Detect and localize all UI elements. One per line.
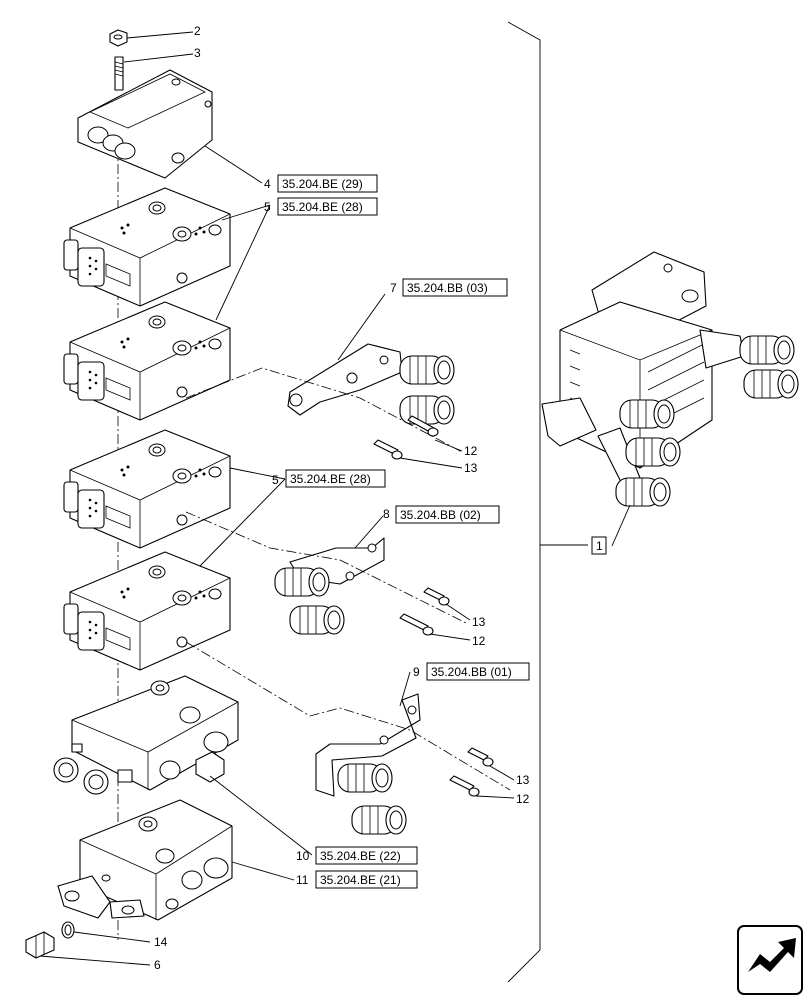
callout-12-a: 12: [464, 444, 478, 458]
callout-11: 11 35.204.BE (21): [296, 870, 418, 889]
callout-13-a-number: 13: [464, 461, 478, 475]
callout-4-ref: 35.204.BE (29): [282, 177, 363, 191]
callout-5-lower: 5 35.204.BE (28): [272, 469, 386, 488]
callout-2-number: 2: [194, 24, 201, 38]
callout-10-number: 10: [296, 849, 310, 863]
callout-12-c-number: 12: [516, 792, 530, 806]
callout-1: 1: [591, 536, 607, 555]
alignment-line-8: [185, 511, 469, 625]
valve-section-5b: [63, 301, 231, 421]
alignment-line-9: [185, 641, 511, 791]
callout-6-number: 6: [154, 958, 161, 972]
callout-7-number: 7: [390, 281, 397, 295]
callout-13-a: 13: [464, 461, 478, 475]
callout-7-ref: 35.204.BB (03): [407, 281, 488, 295]
callout-10-ref: 35.204.BE (22): [320, 849, 401, 863]
callout-7: 7 35.204.BB (03): [390, 278, 508, 297]
assembled-valve-part-1: [541, 251, 799, 507]
callout-9-number: 9: [413, 665, 420, 679]
valve-section-5c: [63, 429, 231, 549]
callout-13-b-number: 13: [472, 615, 486, 629]
callout-5-upper-number: 5: [264, 200, 271, 214]
callout-5-upper: 5 35.204.BE (28): [264, 197, 378, 216]
callout-12-c: 12: [516, 792, 530, 806]
callout-10: 10 35.204.BE (22): [296, 846, 418, 865]
callout-14-number: 14: [154, 935, 168, 949]
callout-9: 9 35.204.BB (01): [413, 662, 530, 681]
callout-11-number: 11: [296, 873, 309, 887]
valve-section-5a: [63, 187, 231, 307]
o-ring-part-14: [61, 921, 75, 939]
nut-part-2: [109, 29, 128, 47]
bolt-parts: [373, 415, 494, 797]
lever-bracket-part-7: [287, 343, 455, 425]
callout-4: 4 35.204.BE (29): [264, 174, 378, 193]
callout-3: 3: [194, 46, 201, 60]
valve-section-part-10: [53, 675, 239, 795]
lever-bracket-part-8: [274, 537, 385, 635]
callout-5-upper-ref: 35.204.BE (28): [282, 200, 363, 214]
end-plate-part-11: [57, 799, 233, 921]
callout-13-b: 13: [472, 615, 486, 629]
callout-2: 2: [194, 24, 201, 38]
callout-12-b-number: 12: [472, 634, 486, 648]
callout-13-c-number: 13: [516, 773, 530, 787]
callout-9-ref: 35.204.BB (01): [431, 665, 512, 679]
next-page-arrow-icon[interactable]: [737, 925, 803, 995]
group-bracket: [507, 21, 588, 983]
top-cover-part-4: [77, 69, 213, 179]
callout-12-b: 12: [472, 634, 486, 648]
callout-14: 14: [154, 935, 168, 949]
callout-12-a-number: 12: [464, 444, 478, 458]
callout-8-ref: 35.204.BB (02): [400, 508, 481, 522]
callout-4-number: 4: [264, 177, 271, 191]
lever-bracket-part-9: [315, 693, 421, 835]
callout-6: 6: [154, 958, 161, 972]
callout-11-ref: 35.204.BE (21): [320, 873, 401, 887]
plug-part-6: [25, 931, 55, 959]
callout-8: 8 35.204.BB (02): [383, 505, 500, 524]
callout-5-lower-ref: 35.204.BE (28): [290, 472, 371, 486]
callout-13-c: 13: [516, 773, 530, 787]
callout-1-number: 1: [596, 539, 603, 553]
stud-part-3: [114, 56, 124, 91]
valve-section-5d: [63, 551, 231, 671]
callout-5-lower-number: 5: [272, 473, 279, 487]
callout-8-number: 8: [383, 507, 390, 521]
callout-3-number: 3: [194, 46, 201, 60]
alignment-line-7: [185, 367, 463, 453]
leader-lines: [39, 31, 631, 966]
